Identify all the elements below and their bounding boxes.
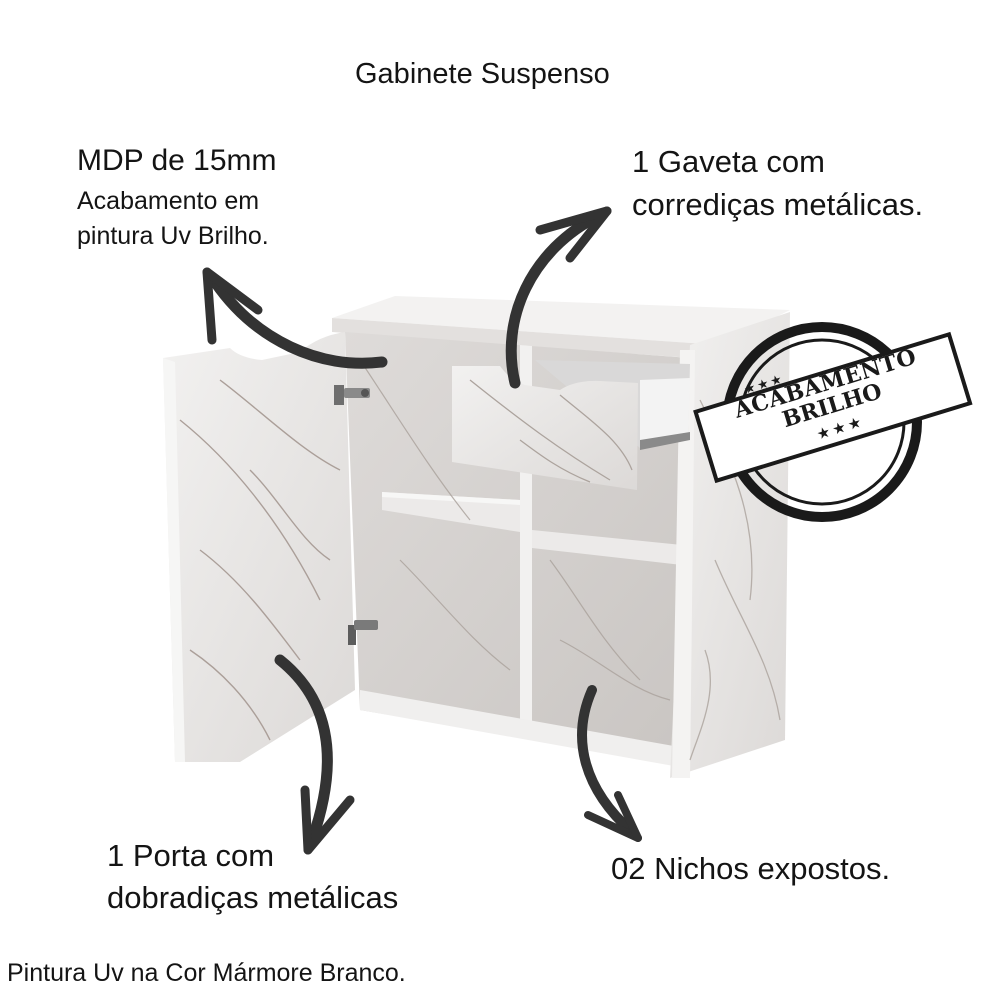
arrow-drawer-icon [505, 206, 612, 389]
door [163, 332, 378, 762]
hinge-icon [348, 620, 378, 645]
niches-label: 02 Nichos expostos. [611, 851, 891, 886]
arrow-door-icon [274, 654, 355, 855]
arrow-niches-icon [577, 685, 642, 842]
footer-note: Pintura Uv na Cor Mármore Branco. [7, 959, 406, 987]
material-line-1: Acabamento em [77, 187, 260, 215]
stamp-badge [693, 322, 973, 522]
material-line-2: pintura Uv Brilho. [77, 222, 269, 250]
material-heading: MDP de 15mm [77, 144, 277, 177]
hinge-icon [334, 385, 370, 405]
drawer-label-line-1: 1 Gaveta com [632, 144, 825, 179]
door-label-line-1: 1 Porta com [107, 838, 275, 873]
cabinet-top [332, 296, 790, 360]
drawer-label-line-2: corrediças metálicas. [632, 187, 924, 222]
drawer [452, 360, 690, 490]
arrow-material-icon [202, 267, 388, 369]
door-label-line-2: dobradiças metálicas [107, 880, 399, 915]
page-title: Gabinete Suspenso [355, 58, 610, 90]
